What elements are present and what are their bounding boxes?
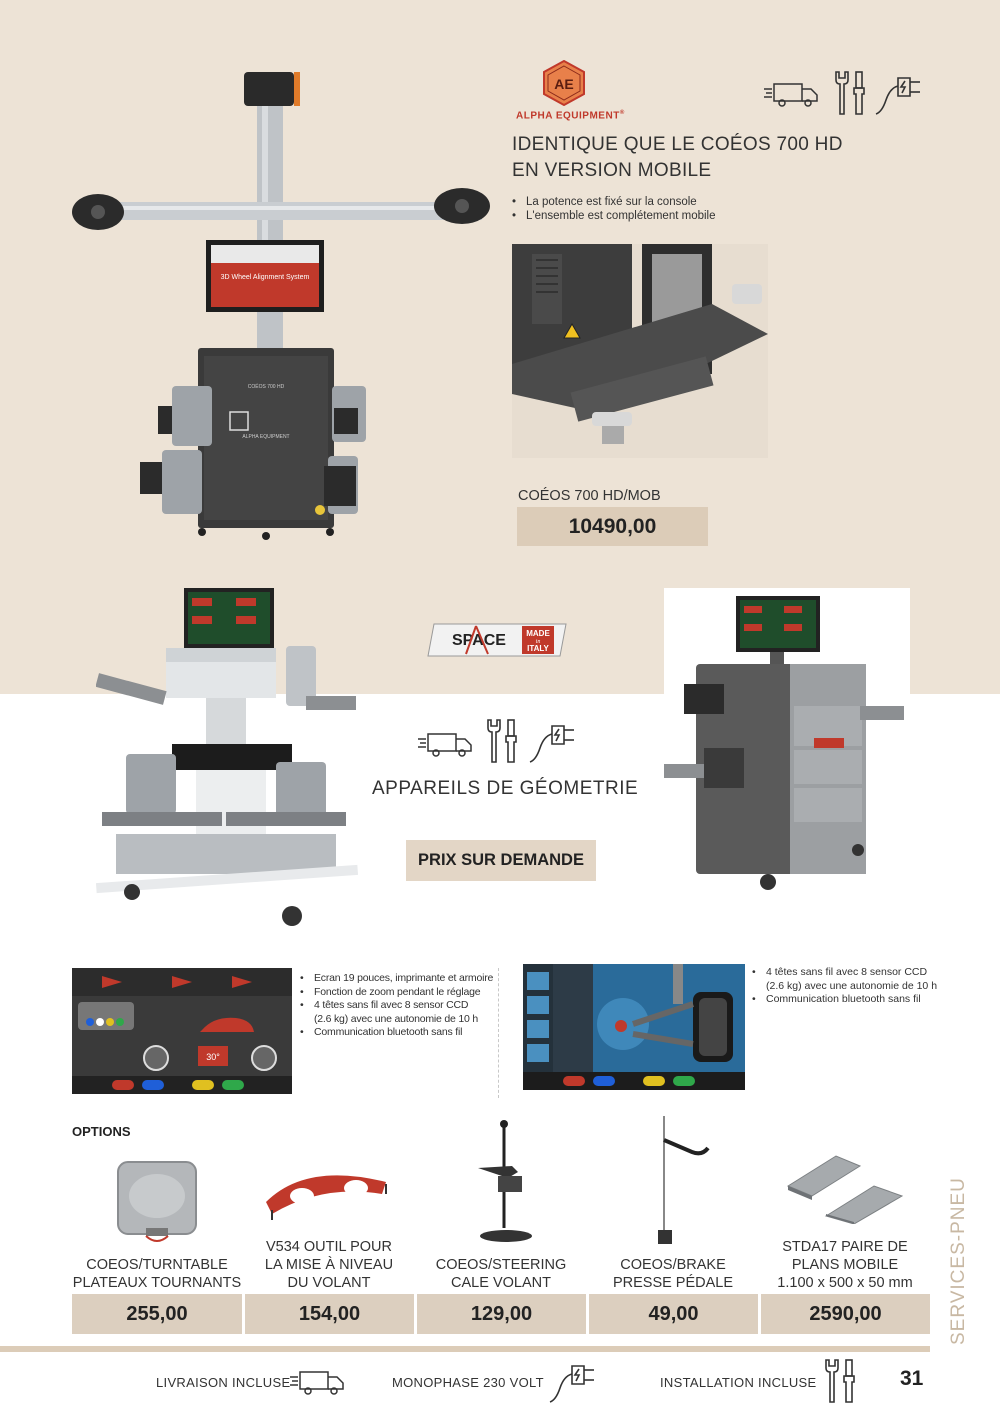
product1-bullets: La potence est fixé sur la console L'ens… [512,195,716,223]
truck-icon [418,733,472,757]
truck-icon [764,83,818,107]
truck-icon [290,1371,344,1395]
made-text: MADE [526,629,550,638]
option-label: STDA17 PAIRE DE PLANS MOBILE 1.100 x 500… [777,1239,913,1291]
screen-text: 3D Wheel Alignment System [221,274,310,281]
tools-icon [487,719,517,763]
option-label: COEOS/BRAKE PRESSE PÉDALE [612,1257,734,1291]
section2-left-bullets: Ecran 19 pouces, imprimante et armoire F… [300,972,493,1040]
plug-icon [529,725,574,763]
space-made-in-italy-logo-icon: SPACE MADE in ITALY [427,623,567,657]
plug-icon [549,1365,594,1403]
cabinet-model: COÉOS 700 HD [248,383,285,390]
option-price: 255,00 [72,1294,242,1334]
options-title: OPTIONS [72,1124,131,1139]
option-label: V534 OUTIL POUR LA MISE À NIVEAU DU VOLA… [264,1239,394,1291]
section2-title: APPAREILS DE GÉOMETRIE [372,778,639,799]
console-closeup-photo [512,244,768,458]
product1-headline: IDENTIQUE QUE LE COÉOS 700 HD EN VERSION… [512,134,843,181]
price-on-request: PRIX SUR DEMANDE [406,840,596,881]
footer-divider [0,1346,930,1352]
section2-right-bullets: 4 têtes sans fil avec 8 sensor CCD (2.6 … [752,966,937,1007]
plug-icon [875,77,920,115]
option-label: COEOS/STEERING CALE VOLANT [435,1257,567,1291]
footer-install: INSTALLATION INCLUSE [660,1375,817,1390]
page-number: 31 [900,1367,924,1390]
aligner-cabinet-photo [664,588,910,904]
tools-icon [835,71,865,115]
option-price: 49,00 [589,1294,758,1334]
software-screen-suspension [523,964,745,1090]
option-price: 2590,00 [761,1294,930,1334]
column-divider [498,968,499,1098]
product1-price: 10490,00 [517,507,708,546]
cabinet-brand: ALPHA EQUIPMENT [242,434,289,440]
aligner-rack-photo [96,588,358,926]
alpha-equipment-logo-icon: AE [543,60,585,106]
steering-wedge-photo [478,1120,532,1242]
tools-icon [825,1359,855,1403]
italy-text: ITALY [527,644,549,653]
mobile-plates-photo [786,1155,904,1224]
space-text: SPACE [452,632,506,649]
side-category-label: SERVICES-PNEU [948,1177,969,1345]
logo-letters: AE [554,76,573,92]
brake-press-photo [658,1116,710,1244]
option-price: 154,00 [245,1294,414,1334]
option-label: COEOS/TURNTABLE PLATEAUX TOURNANTS [72,1257,242,1291]
brand-name: ALPHA EQUIPMENT® [516,110,625,122]
screen-angle: 30° [206,1052,220,1062]
option-price: 129,00 [417,1294,586,1334]
turntable-photo [117,1161,197,1242]
product1-sku: COÉOS 700 HD/MOB [518,488,661,504]
top-beige-background [0,0,1000,694]
footer-power: MONOPHASE 230 VOLT [392,1375,544,1390]
aligner-mobile-photo: 3D Wheel Alignment System COÉOS 700 HD A… [72,72,490,540]
software-screen-wheels: 30° [72,968,292,1094]
steering-level-tool-photo [266,1175,387,1220]
footer-delivery: LIVRAISON INCLUSE [156,1375,291,1390]
in-text: in [536,639,541,645]
